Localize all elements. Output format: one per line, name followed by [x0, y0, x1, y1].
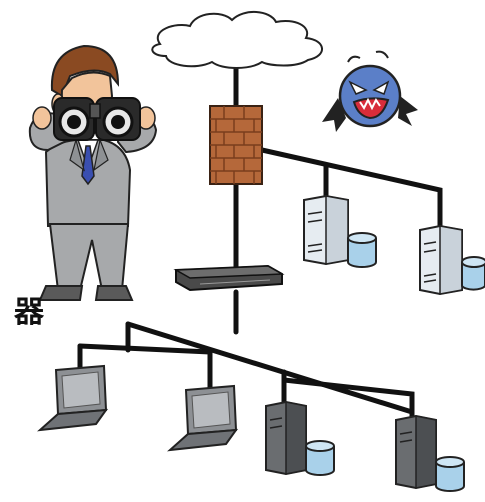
internet-cloud	[152, 12, 322, 68]
laptop-icon	[170, 386, 236, 450]
laptop-icon	[40, 366, 106, 430]
server-icon	[396, 416, 436, 488]
bat-virus-icon	[322, 52, 418, 132]
server-icon	[420, 226, 462, 294]
database-icon	[436, 457, 464, 491]
server-icon	[266, 402, 306, 474]
server-icon	[304, 196, 348, 264]
database-icon	[306, 441, 334, 475]
firewall-icon	[210, 106, 262, 184]
administrator-with-binoculars	[30, 46, 156, 300]
database-icon	[462, 257, 485, 290]
database-icon	[348, 233, 376, 267]
network-switch-icon	[176, 266, 282, 290]
cropped-caption-text: 器、	[0, 296, 44, 330]
